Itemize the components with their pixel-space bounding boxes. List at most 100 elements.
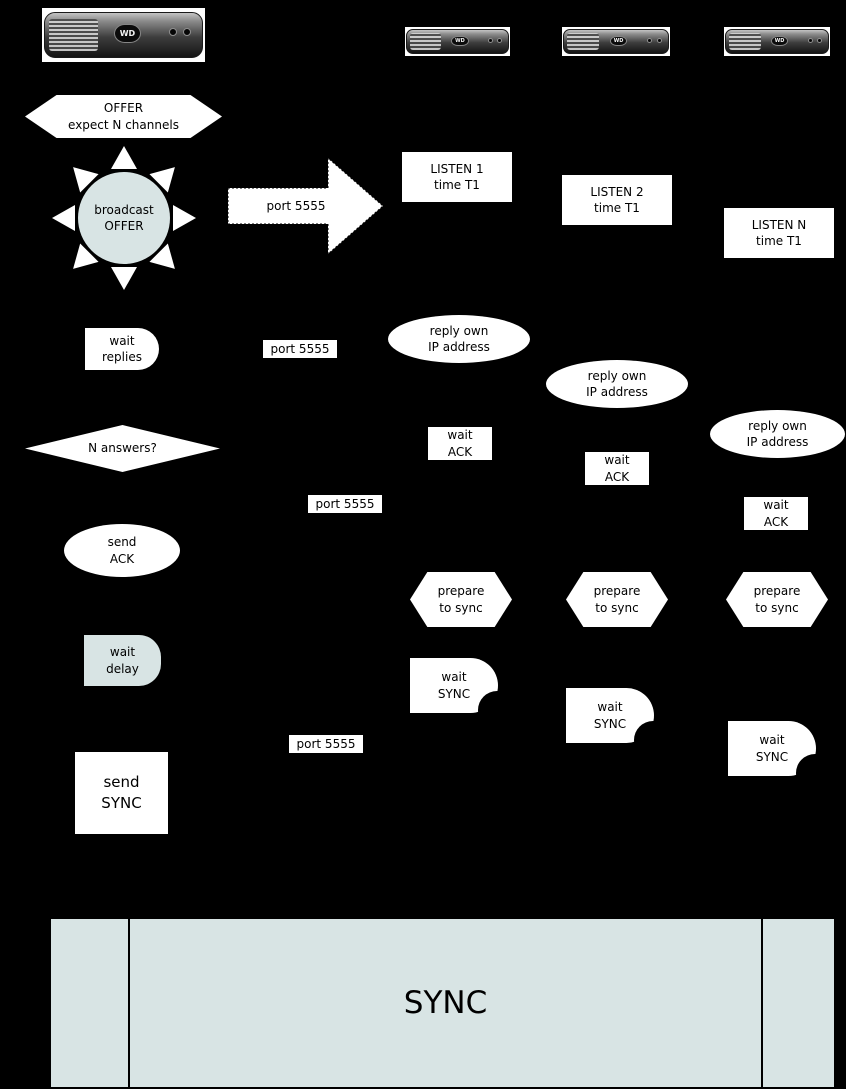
broadcast-line1: broadcast	[94, 202, 154, 217]
prepare-line1: prepare	[593, 584, 641, 599]
wait-sync-label: wait SYNC	[728, 721, 816, 776]
client1-device-body: WD	[406, 29, 509, 54]
broadcast-arrow: port 5555	[226, 150, 386, 262]
device-led-icon	[496, 37, 502, 43]
n-answers-decision: N answers?	[25, 425, 220, 472]
wait-ack-line1: wait	[604, 453, 630, 468]
wait-sync-line2: SYNC	[437, 686, 471, 701]
wait-sync-line2: SYNC	[593, 716, 627, 731]
arrow-right-icon	[227, 156, 384, 256]
prepare-sync-node-2: prepare to sync	[566, 572, 668, 627]
listen-line2: time T1	[756, 234, 802, 248]
wait-delay-node: wait delay	[84, 635, 161, 686]
wait-ack-node-1: wait ACK	[428, 427, 492, 460]
send-ack-line2: ACK	[109, 551, 135, 566]
wait-sync-line1: wait	[759, 733, 785, 748]
listen-line1: LISTEN N	[751, 217, 807, 232]
wait-sync-line1: wait	[597, 700, 623, 715]
reply-ip-node-1: reply own IP address	[388, 315, 530, 363]
wait-sync-label: wait SYNC	[410, 658, 498, 713]
reply-line2: IP address	[428, 340, 490, 354]
prepare-line1: prepare	[437, 584, 485, 599]
offer-line1: OFFER	[103, 101, 144, 116]
wd-logo: WD	[114, 23, 141, 44]
device-vents-icon	[49, 18, 99, 51]
wd-logo-text: WD	[613, 37, 624, 44]
device-led-icon	[487, 37, 493, 43]
broadcast-line2: OFFER	[104, 219, 144, 233]
reply-ip-node-n: reply own IP address	[710, 410, 845, 458]
reply-line1: reply own	[748, 418, 807, 433]
wait-ack-line2: ACK	[447, 444, 473, 459]
wait-ack-line2: ACK	[763, 514, 789, 529]
send-ack-line1: send	[107, 535, 137, 550]
device-led-icon	[816, 37, 822, 43]
prepare-line2: to sync	[755, 600, 799, 615]
offer-line2: expect N channels	[68, 117, 179, 132]
wait-sync-node-2: wait SYNC	[566, 688, 654, 743]
wait-ack-line2: ACK	[604, 469, 630, 484]
client2-device-body: WD	[563, 29, 669, 54]
listen-box-n: LISTEN N time T1	[724, 208, 834, 258]
device-led-icon	[183, 27, 192, 36]
wd-logo: WD	[609, 35, 628, 46]
offer-node: OFFER expect N channels	[25, 95, 222, 138]
device-led-icon	[647, 37, 653, 43]
broadcast-burst-icon	[52, 146, 196, 290]
wd-logo-text: WD	[774, 37, 785, 44]
wait-ack-node-n: wait ACK	[744, 497, 808, 530]
send-sync-line1: send	[103, 773, 140, 791]
sync-bar-divider-left	[128, 919, 130, 1087]
arrow-port-text: port 5555	[266, 198, 326, 213]
wait-ack-line1: wait	[447, 428, 473, 443]
reply-line2: IP address	[746, 435, 809, 449]
wait-sync-node-1: wait SYNC	[410, 658, 498, 713]
device-led-icon	[656, 37, 662, 43]
wait-ack-line1: wait	[763, 498, 789, 513]
wait-sync-notch-icon	[796, 754, 816, 776]
reply-ip-node-2: reply own IP address	[546, 360, 688, 408]
wait-sync-node-n: wait SYNC	[728, 721, 816, 776]
client2-device-image: WD	[562, 27, 670, 56]
port-label-ack-text: port 5555	[315, 497, 375, 511]
wait-sync-line2: SYNC	[755, 749, 789, 764]
clientN-device-image: WD	[724, 27, 830, 56]
port-label-reply: port 5555	[263, 340, 337, 358]
port-label-ack: port 5555	[308, 495, 382, 513]
prepare-sync-node-1: prepare to sync	[410, 572, 512, 627]
wait-replies-node: wait replies	[85, 328, 159, 370]
prepare-line2: to sync	[439, 600, 483, 615]
send-sync-line2: SYNC	[101, 794, 142, 812]
send-ack-node: send ACK	[64, 524, 180, 577]
arrow-port-label: port 5555	[254, 196, 338, 216]
listen-line1: LISTEN 2	[590, 184, 644, 199]
device-led-icon	[807, 37, 813, 43]
wait-sync-notch-icon	[634, 721, 654, 743]
server-device-image: WD	[42, 8, 205, 62]
sync-timeline-bar: SYNC	[50, 918, 835, 1088]
wait-replies-line2: replies	[102, 350, 142, 364]
client1-device-image: WD	[405, 27, 510, 56]
prepare-sync-node-n: prepare to sync	[726, 572, 828, 627]
listen-line1: LISTEN 1	[430, 161, 484, 176]
sync-bar-divider-right	[761, 919, 763, 1087]
listen-line2: time T1	[594, 201, 640, 215]
prepare-line2: to sync	[595, 600, 639, 615]
wait-sync-line1: wait	[441, 670, 467, 685]
wait-sync-notch-icon	[478, 691, 498, 713]
device-vents-icon	[410, 33, 442, 50]
wd-logo-text: WD	[455, 37, 465, 44]
wait-delay-line2: delay	[106, 661, 139, 676]
clientN-device-body: WD	[725, 29, 829, 54]
listen-line2: time T1	[434, 178, 480, 192]
sync-bar-text: SYNC	[403, 985, 488, 1021]
sync-bar-label: SYNC	[130, 919, 761, 1087]
port-label-sync-text: port 5555	[296, 737, 356, 751]
listen-box-1: LISTEN 1 time T1	[402, 152, 512, 202]
n-answers-label: N answers?	[88, 441, 157, 456]
wd-logo: WD	[451, 35, 469, 46]
wd-logo-text: WD	[119, 29, 136, 39]
device-vents-icon	[729, 33, 761, 50]
broadcast-node: broadcast OFFER	[48, 142, 200, 294]
